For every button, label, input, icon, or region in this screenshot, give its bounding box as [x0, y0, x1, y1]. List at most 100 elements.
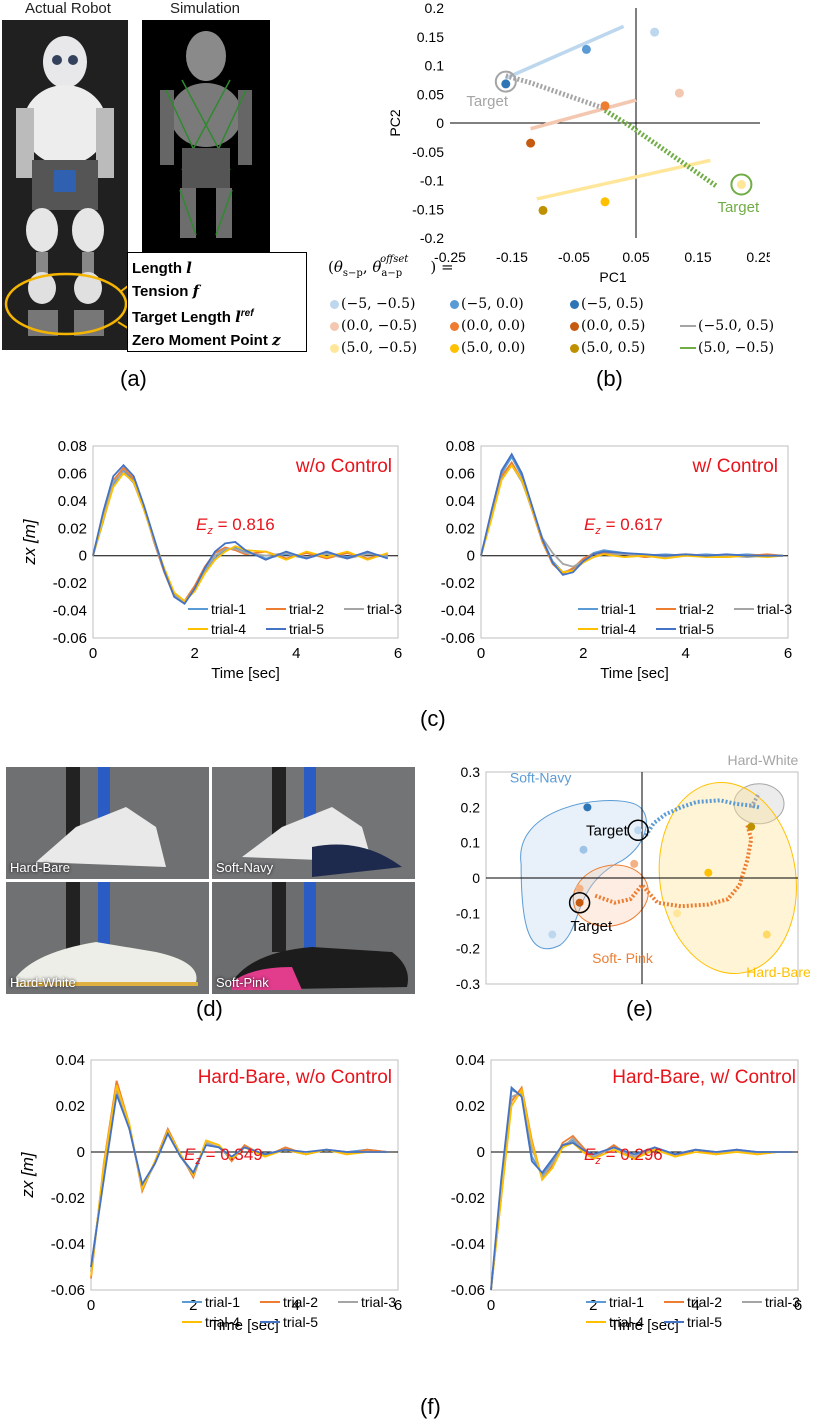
- y-tick-label: -0.04: [51, 1236, 85, 1253]
- data-point: [630, 859, 639, 868]
- legend-title-b: (θs−p, θa−poffset) =: [328, 254, 454, 279]
- trend-arrow: [530, 98, 637, 131]
- series-line-trial-5: [490, 1085, 793, 1291]
- data-point: [501, 79, 511, 89]
- series-line-trial-5: [480, 452, 783, 576]
- group-label-hard-bare: Hard-Bare: [746, 964, 811, 980]
- y-tick-label: -0.2: [420, 230, 444, 246]
- x-tick-label: 0.15: [684, 249, 711, 265]
- legend-swatch: [570, 343, 579, 353]
- foot-photo-hard-white: Hard-White: [6, 882, 209, 994]
- y-tick-label: -0.06: [51, 1282, 85, 1299]
- series-line-trial-5: [90, 1094, 388, 1268]
- x-tick-label: -0.15: [496, 249, 528, 265]
- y-tick-label: -0.02: [51, 1190, 85, 1207]
- y-axis-label: zx [m]: [18, 1151, 37, 1199]
- panel-label-e: (e): [626, 996, 653, 1021]
- target-marker-green: [730, 173, 753, 196]
- y-tick-label: 0.02: [456, 1098, 485, 1115]
- y-tick-label: 0: [467, 548, 475, 565]
- y-tick-label: 0.06: [446, 465, 475, 482]
- variable-zmp: Zero Moment Point z: [132, 331, 281, 349]
- pca-chart-b: -0.2-0.15-0.1-0.0500.050.10.150.2-0.25-0…: [387, 0, 770, 285]
- legend-item: (−5.0, 0.5): [680, 318, 774, 334]
- legend-label: (−5, 0.5): [581, 296, 644, 312]
- trend-arrow: [505, 24, 625, 80]
- x-tick-label: -0.05: [558, 249, 590, 265]
- x-tick-label: 4: [681, 645, 689, 662]
- target-label-green: Target: [717, 199, 760, 216]
- legend-label: trial-4: [601, 621, 636, 637]
- legend-label: trial-3: [361, 1294, 396, 1310]
- legend-swatch: [330, 343, 339, 353]
- x-tick-label: 2: [589, 1297, 597, 1314]
- y-tick-label: 0: [477, 1144, 485, 1161]
- legend-swatch: [330, 321, 339, 331]
- simulation-render: [142, 20, 270, 252]
- variable-length: Length l: [132, 259, 192, 277]
- x-tick-label: 2: [190, 645, 198, 662]
- trajectory-line: [749, 792, 761, 809]
- legend-label: trial-1: [205, 1294, 240, 1310]
- legend-swatch: [450, 321, 459, 331]
- y-tick-label: -0.06: [451, 1282, 485, 1299]
- annotation-label: Hard-Bare, w/o Control: [198, 1067, 392, 1088]
- target-label: Target: [586, 822, 629, 839]
- simulation-title: Simulation: [169, 0, 241, 17]
- panel-label-c: (c): [420, 706, 446, 731]
- target-label-gray: Target: [466, 93, 509, 110]
- target-marker: [627, 819, 649, 842]
- data-point: [704, 868, 713, 877]
- legend-item: (0.0, 0.0): [450, 318, 525, 334]
- series-line-trial-3: [490, 1090, 793, 1291]
- y-tick-label: -0.1: [420, 173, 444, 189]
- y-tick-label: 0.3: [461, 764, 481, 780]
- y-tick-label: -0.02: [53, 575, 87, 592]
- y-tick-label: 0.02: [446, 520, 475, 537]
- legend-label: (5.0, 0.0): [461, 340, 526, 356]
- data-point: [600, 101, 610, 111]
- data-point: [747, 822, 756, 831]
- y-tick-label: -0.15: [412, 201, 444, 217]
- error-metric-label: Ez = 0.296: [584, 1145, 663, 1167]
- series-line-trial-1: [90, 1091, 388, 1268]
- target-marker-gray: [494, 70, 517, 93]
- y-tick-label: -0.04: [451, 1236, 485, 1253]
- legend-label: trial-5: [289, 621, 324, 637]
- series-line-trial-4: [92, 472, 389, 603]
- x-tick-label: 6: [394, 645, 402, 662]
- x-axis-label: Time [sec]: [610, 1317, 679, 1334]
- legend-item: (0.0, 0.5): [570, 318, 645, 334]
- y-tick-label: 0.08: [446, 438, 475, 455]
- legend-label: trial-1: [601, 601, 636, 617]
- legend-item: (−5, −0.5): [330, 296, 415, 312]
- legend-label: trial-5: [687, 1314, 722, 1330]
- legend-swatch: [680, 325, 696, 327]
- series-line-trial-1: [490, 1088, 793, 1291]
- legend-label: trial-2: [289, 601, 324, 617]
- data-point: [575, 898, 584, 907]
- caption-soft-pink: Soft-Pink: [216, 975, 269, 990]
- y-tick-label: 0: [77, 1144, 85, 1161]
- panel-label-b: (b): [596, 366, 623, 391]
- y-tick-label: 0.04: [456, 1052, 485, 1069]
- data-point: [575, 884, 584, 893]
- y-tick-label: 0.1: [461, 835, 481, 851]
- data-point: [634, 826, 643, 835]
- group-label-soft-pink: Soft- Pink: [592, 950, 654, 966]
- x-tick-label: 0: [477, 645, 485, 662]
- panel-label-a: (a): [120, 366, 147, 391]
- y-axis-label: PC2: [387, 109, 403, 136]
- legend-label: trial-3: [765, 1294, 800, 1310]
- legend-label: trial-5: [679, 621, 714, 637]
- error-metric-label: Ez = 0.617: [584, 515, 663, 537]
- x-tick-label: 4: [691, 1297, 699, 1314]
- legend-label: (−5, −0.5): [341, 296, 416, 312]
- legend-item: (5.0, 0.0): [450, 340, 525, 356]
- data-point: [548, 930, 557, 939]
- legend-label: (0.0, 0.0): [461, 318, 526, 334]
- variables-box: Length l Tension f Target Length lref Ze…: [127, 252, 307, 352]
- legend-label: (5.0, −0.5): [698, 340, 775, 356]
- legend-label: trial-1: [609, 1294, 644, 1310]
